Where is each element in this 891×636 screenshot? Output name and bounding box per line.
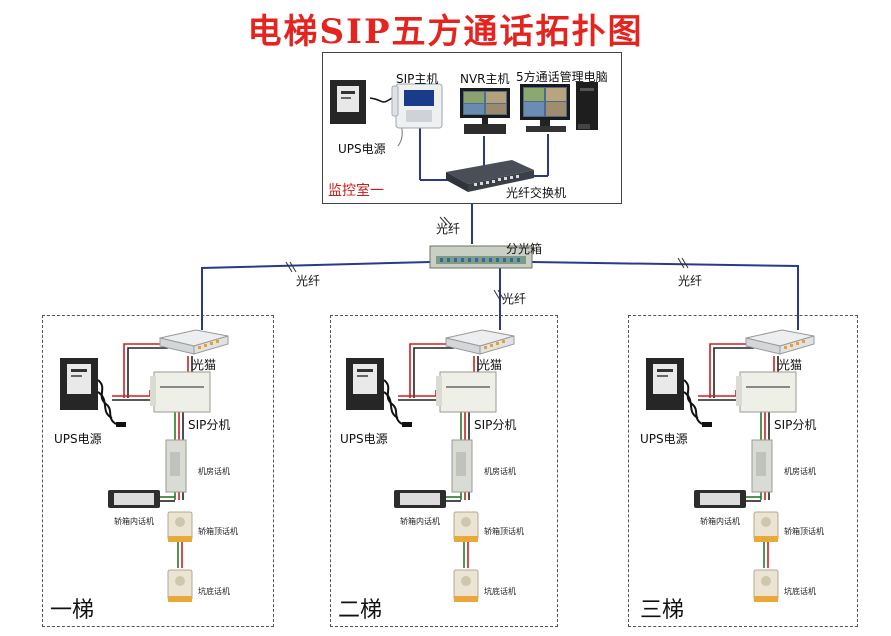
diagram-title: 电梯SIP五方通话拓扑图 [247,12,644,52]
elevator-3-ups-label: UPS电源 [640,432,688,446]
elevator-3-name: 三梯 [640,598,685,623]
elevator-1-pit-label: 坑底话机 [198,587,230,596]
elevator-2-machine-room-label: 机房话机 [484,467,516,476]
elevator-3-sip-ext-label: SIP分机 [774,418,817,432]
elevator-2-ups-label: UPS电源 [340,432,388,446]
fiber-label-main: 光纤 [436,222,461,236]
elevator-1-ups-label: UPS电源 [54,432,102,446]
splitter-label: 分光箱 [506,242,543,256]
elevator-2-name: 二梯 [338,598,383,623]
elevator-3-machine-room-label: 机房话机 [784,467,816,476]
elevator-1-machine-room-label: 机房话机 [198,467,230,476]
control-ups-device [330,80,366,124]
ups-cable [369,97,393,103]
control-room-wiring [419,128,549,181]
mgmt-pc-label: 5方通话管理电脑 [516,70,608,84]
sip-host-label: SIP主机 [396,72,439,86]
elevator-3-onu-label: 光猫 [778,358,803,372]
elevator-2-sip-ext-label: SIP分机 [474,418,517,432]
elevator-1-car-inside-label: 轿箱内话机 [114,517,154,526]
elevator-2-car-inside-label: 轿箱内话机 [400,517,440,526]
control-ups-label: UPS电源 [338,142,386,156]
fiber-break-marks [285,216,689,301]
elevator-2-onu-label: 光猫 [478,358,503,372]
nvr-device [460,88,510,134]
elevator-1-name: 一梯 [50,598,95,623]
fiber-switch-device [446,160,534,192]
sip-host-device [391,83,443,129]
fiber-distribution [201,261,799,330]
elevator-2-pit-label: 坑底话机 [484,587,516,596]
elevator-3-car-top-label: 轿箱顶话机 [784,527,824,536]
fiber-switch-label: 光纤交换机 [506,186,567,200]
fiber-label-right: 光纤 [678,274,703,288]
fiber-label-center: 光纤 [502,292,527,306]
elevator-2-car-top-label: 轿箱顶话机 [484,527,524,536]
nvr-host-label: NVR主机 [460,72,510,86]
fiber-label-left: 光纤 [296,274,321,288]
splitter-device [429,245,533,269]
mgmt-pc-device [520,82,598,132]
elevator-3-pit-label: 坑底话机 [784,587,816,596]
elevator-3-car-inside-label: 轿箱内话机 [700,517,740,526]
elevator-3-box [628,315,858,627]
elevator-1-onu-label: 光猫 [192,358,217,372]
elevator-1-box [42,315,274,627]
elevator-1-sip-ext-label: SIP分机 [188,418,231,432]
control-room-label: 监控室一 [328,183,384,199]
elevator-1-car-top-label: 轿箱顶话机 [198,527,238,536]
elevator-2-box [330,315,558,627]
